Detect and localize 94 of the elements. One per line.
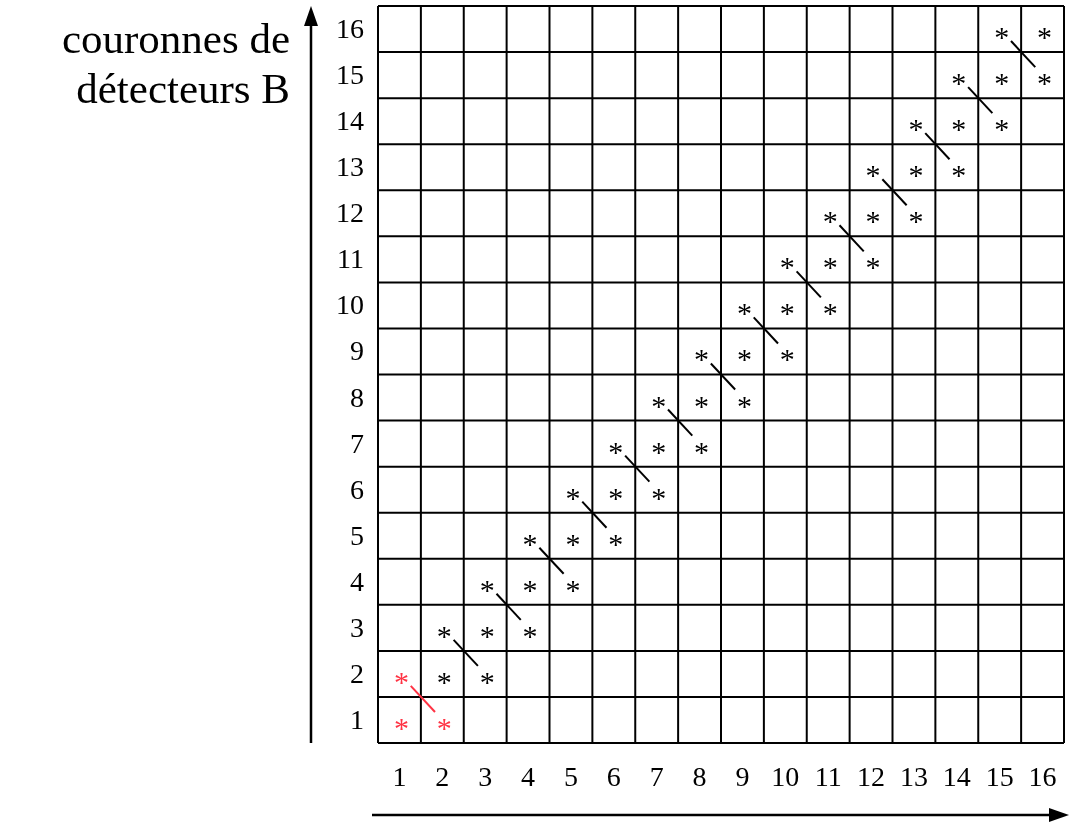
tick-label: 6 <box>350 474 364 505</box>
tick-label: 10 <box>771 762 800 792</box>
tick-label: 7 <box>350 428 364 459</box>
tick-label: 16 <box>1028 762 1057 792</box>
asterisk-marker: * <box>736 345 753 362</box>
connector-line <box>624 454 651 483</box>
asterisk-marker: * <box>907 207 924 224</box>
asterisk-marker: * <box>865 161 882 178</box>
connector-line <box>538 546 565 575</box>
tick-label: 15 <box>985 762 1014 792</box>
connector-line <box>495 592 522 621</box>
asterisk-marker: * <box>650 391 667 408</box>
asterisk-marker: * <box>393 667 410 684</box>
connector-line <box>881 178 908 207</box>
tick-label: 14 <box>336 106 364 137</box>
asterisk-marker: * <box>1036 69 1053 86</box>
asterisk-marker: * <box>779 299 796 316</box>
asterisk-marker: * <box>950 161 967 178</box>
asterisk-marker: * <box>607 437 624 454</box>
tick-label: 11 <box>814 762 842 792</box>
tick-label: 6 <box>606 762 621 792</box>
asterisk-marker: * <box>950 69 967 86</box>
asterisk-marker: * <box>607 529 624 546</box>
tick-label: 2 <box>435 762 450 792</box>
tick-label: 4 <box>521 762 536 792</box>
asterisk-marker: * <box>564 529 581 546</box>
connector-line <box>709 362 737 391</box>
tick-label: 13 <box>899 762 928 792</box>
asterisk-marker: * <box>479 667 496 684</box>
asterisk-marker: * <box>907 115 924 132</box>
asterisk-marker: * <box>522 529 539 546</box>
connector-line <box>409 684 436 713</box>
connector-line <box>838 224 865 253</box>
tick-label: 13 <box>336 152 364 183</box>
tick-label: 9 <box>735 762 750 792</box>
asterisk-marker: * <box>693 391 710 408</box>
tick-label: 9 <box>350 336 364 367</box>
asterisk-marker: * <box>993 23 1010 40</box>
tick-label: 3 <box>478 762 493 792</box>
asterisk-marker: * <box>950 115 967 132</box>
tick-label: 12 <box>336 198 364 229</box>
asterisk-marker: * <box>993 69 1010 86</box>
asterisk-marker: * <box>479 621 496 638</box>
asterisk-marker: * <box>522 575 539 592</box>
tick-label: 11 <box>337 244 364 275</box>
connector-line <box>667 408 694 437</box>
tick-label: 5 <box>350 520 364 551</box>
connector-line <box>581 500 608 529</box>
asterisk-marker: * <box>564 483 581 500</box>
asterisk-marker: * <box>436 713 453 730</box>
tick-label: 16 <box>336 14 364 45</box>
asterisk-marker: * <box>822 207 839 224</box>
asterisk-marker: * <box>736 391 753 408</box>
tick-label: 7 <box>649 762 664 792</box>
asterisk-marker: * <box>822 253 839 270</box>
connector-line <box>752 316 779 345</box>
asterisk-marker: * <box>522 621 539 638</box>
asterisk-marker: * <box>779 253 796 270</box>
connector-line <box>1010 40 1037 69</box>
asterisk-marker: * <box>865 207 882 224</box>
tick-label: 14 <box>942 762 971 792</box>
asterisk-marker: * <box>607 483 624 500</box>
asterisk-marker: * <box>693 345 710 362</box>
tick-label: 1 <box>392 762 407 792</box>
asterisk-marker: * <box>736 299 753 316</box>
tick-label: 5 <box>563 762 578 792</box>
axis-title: couronnes de détecteurs B <box>60 14 290 114</box>
asterisk-marker: * <box>479 575 496 592</box>
connector-line <box>924 132 951 161</box>
connector-line <box>452 638 479 667</box>
asterisk-marker: * <box>393 713 410 730</box>
asterisk-marker: * <box>436 621 453 638</box>
tick-label: 10 <box>336 290 364 321</box>
tick-label: 15 <box>336 60 364 91</box>
connector-line <box>967 86 994 115</box>
tick-label: 8 <box>692 762 707 792</box>
tick-label: 8 <box>350 382 364 413</box>
asterisk-marker: * <box>993 115 1010 132</box>
tick-label: 3 <box>350 612 364 643</box>
tick-label: 12 <box>857 762 886 792</box>
asterisk-marker: * <box>1036 23 1053 40</box>
asterisk-marker: * <box>779 345 796 362</box>
connector-line <box>795 270 822 299</box>
asterisk-marker: * <box>822 299 839 316</box>
tick-label: 1 <box>350 704 364 735</box>
asterisk-marker: * <box>693 437 710 454</box>
tick-label: 4 <box>350 566 364 597</box>
asterisk-marker: * <box>865 253 882 270</box>
asterisk-marker: * <box>436 667 453 684</box>
asterisk-marker: * <box>564 575 581 592</box>
tick-label: 2 <box>350 658 364 689</box>
asterisk-marker: * <box>650 483 667 500</box>
asterisk-marker: * <box>907 161 924 178</box>
asterisk-marker: * <box>650 437 667 454</box>
